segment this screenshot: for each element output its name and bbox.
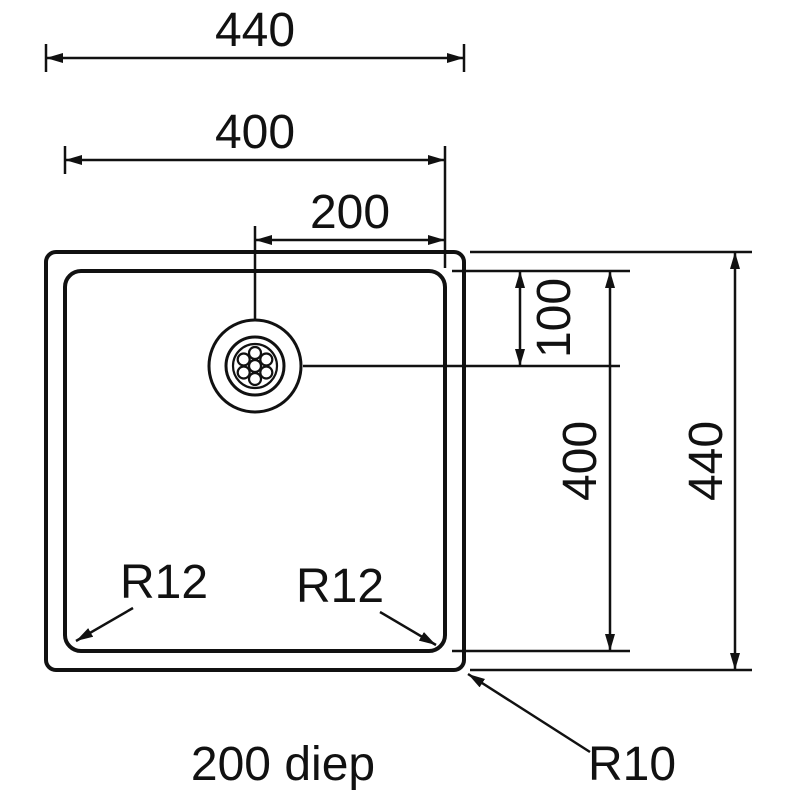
dimension-bowl-height-label: 400 [554, 421, 607, 501]
drain-hole [259, 365, 274, 380]
dimension-outer-width: 440 [44, 4, 466, 72]
dimension-drain-from-top: 100 [515, 271, 581, 366]
dimension-bowl-height: 400 [554, 271, 615, 651]
drain-hole [236, 365, 251, 380]
dimension-drain-offset: 200 [253, 186, 445, 320]
callout-r10-outer: R10 [467, 672, 676, 791]
callout-r12-left: R12 [75, 556, 208, 643]
radius-left-label: R12 [120, 556, 208, 609]
leader-line [379, 610, 437, 647]
drain [207, 318, 303, 414]
drain-hole [247, 345, 263, 361]
drain-hole [247, 371, 263, 387]
leader-line [467, 672, 591, 754]
dimension-outer-width-label: 440 [215, 4, 295, 57]
dimension-outer-height: 440 [680, 252, 740, 670]
leader-line [75, 606, 134, 643]
drain-hole [236, 352, 251, 367]
dimension-outer-height-label: 440 [680, 421, 733, 501]
dimension-bowl-width-label: 400 [215, 106, 295, 159]
dimension-bowl-width: 400 [63, 106, 447, 268]
drain-outer-ring [207, 318, 303, 414]
drain-hole [259, 352, 274, 367]
drain-rim-ring [224, 335, 286, 397]
outer-radius-label: R10 [588, 738, 676, 791]
dimension-drain-from-top-label: 100 [528, 278, 581, 358]
dimension-drain-offset-label: 200 [310, 186, 390, 239]
drain-strainer-ring [231, 342, 279, 390]
radius-right-label: R12 [296, 560, 384, 613]
drain-hub [247, 358, 263, 374]
callout-r12-right: R12 [296, 560, 437, 647]
depth-note: 200 diep [191, 738, 375, 791]
